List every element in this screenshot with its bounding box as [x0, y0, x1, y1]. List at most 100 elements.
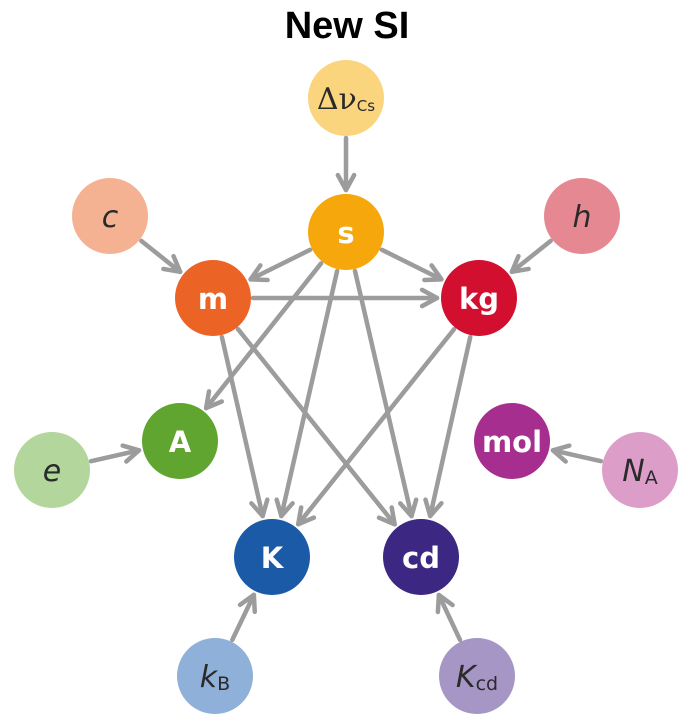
node-circle: [72, 178, 148, 254]
edge-line: [248, 247, 313, 282]
edge-arrowhead: [435, 592, 455, 615]
node-label: Kcd: [456, 660, 498, 696]
node-label: h: [572, 200, 591, 235]
node-label-subscript: A: [645, 467, 658, 489]
edge-line: [509, 238, 553, 275]
edge-line: [279, 268, 340, 519]
edge-arrowhead: [120, 443, 142, 464]
edge-line: [295, 326, 457, 527]
edge-NA-mol: [550, 443, 604, 464]
edge-c-m: [139, 238, 183, 275]
node-kg: kg: [441, 260, 517, 336]
edge-e-A: [88, 443, 142, 464]
node-label-main: kg: [459, 282, 499, 316]
edge-s-cd: [352, 268, 419, 519]
node-label: K: [261, 541, 285, 575]
node-circle: [14, 432, 90, 508]
node-label-main: K: [261, 541, 285, 575]
edge-arrowhead: [335, 172, 357, 193]
node-label-subscript: Cs: [357, 97, 375, 115]
node-label: s: [337, 216, 354, 250]
node-label: m: [198, 282, 228, 316]
edge-s-m: [248, 247, 313, 283]
node-circle: [234, 519, 310, 595]
node-m: m: [175, 260, 251, 336]
edge-m-K: [219, 334, 270, 519]
edge-arrowhead: [274, 497, 295, 519]
node-label: A: [169, 425, 192, 459]
node-c: c: [72, 178, 148, 254]
node-A: A: [142, 403, 218, 479]
node-K: K: [234, 519, 310, 595]
node-circle: [308, 194, 384, 270]
edge-dnu-s: [335, 135, 357, 193]
node-label-main: K: [456, 660, 478, 695]
node-label: mol: [482, 425, 542, 459]
edge-arrowhead: [248, 263, 270, 283]
edge-line: [139, 238, 183, 275]
node-label-main: k: [200, 660, 219, 695]
edge-arrowhead: [398, 497, 419, 519]
edge-arrowhead: [422, 263, 444, 283]
edge-m-cd: [235, 326, 397, 527]
edge-line: [379, 247, 444, 282]
node-kB: kB: [177, 638, 253, 714]
node-Kcd: Kcd: [439, 638, 515, 714]
edge-s-A: [203, 261, 324, 411]
edge-kg-K: [295, 326, 457, 527]
node-s: s: [308, 194, 384, 270]
edge-line: [88, 448, 142, 464]
edge-arrowhead: [295, 505, 317, 527]
edge-line: [203, 261, 324, 411]
edge-arrowhead: [161, 253, 183, 275]
node-label-main: Δν: [317, 82, 357, 117]
edge-s-kg: [379, 247, 444, 283]
edge-Kcd-cd: [435, 592, 463, 643]
node-label-main: s: [337, 216, 354, 250]
edge-h-kg: [509, 238, 553, 275]
edge-line: [219, 334, 265, 519]
edge-kB-K: [230, 592, 258, 643]
node-label: c: [102, 200, 119, 235]
node-label: cd: [402, 541, 440, 575]
node-label: kg: [459, 282, 499, 316]
node-label: kB: [200, 660, 230, 696]
edge-arrowhead: [203, 389, 225, 411]
node-label-main: e: [43, 454, 61, 489]
node-label-main: mol: [482, 425, 542, 459]
edge-line: [230, 592, 257, 643]
node-label-main: c: [102, 200, 119, 235]
node-circle: [602, 432, 678, 508]
edge-s-K: [274, 268, 340, 519]
edge-line: [550, 448, 604, 464]
node-circle: [544, 178, 620, 254]
node-circle: [308, 60, 384, 136]
edge-arrowhead: [249, 497, 270, 519]
node-label: e: [43, 454, 61, 489]
edge-arrowhead: [509, 253, 531, 275]
node-label-main: A: [169, 425, 192, 459]
edge-m-kg: [250, 287, 440, 309]
edge-kg-cd: [423, 334, 473, 519]
node-circle: [177, 638, 253, 714]
edge-line: [352, 268, 414, 519]
node-label-main: m: [198, 282, 228, 316]
node-label-main: h: [572, 200, 591, 235]
edge-arrowhead: [419, 287, 440, 309]
node-mol: mol: [474, 403, 550, 479]
node-NA: NA: [602, 432, 678, 508]
edge-line: [235, 326, 397, 527]
node-label: NA: [622, 454, 657, 490]
edge-arrowhead: [237, 592, 258, 615]
node-h: h: [544, 178, 620, 254]
node-circle: [439, 638, 515, 714]
edge-arrowhead: [423, 497, 444, 519]
diagram-title: New SI: [284, 5, 410, 47]
node-label-main: N: [622, 454, 644, 489]
node-circle: [142, 403, 218, 479]
node-label-subscript: cd: [476, 673, 499, 695]
node-label-main: cd: [402, 541, 440, 575]
node-circle: [474, 403, 550, 479]
